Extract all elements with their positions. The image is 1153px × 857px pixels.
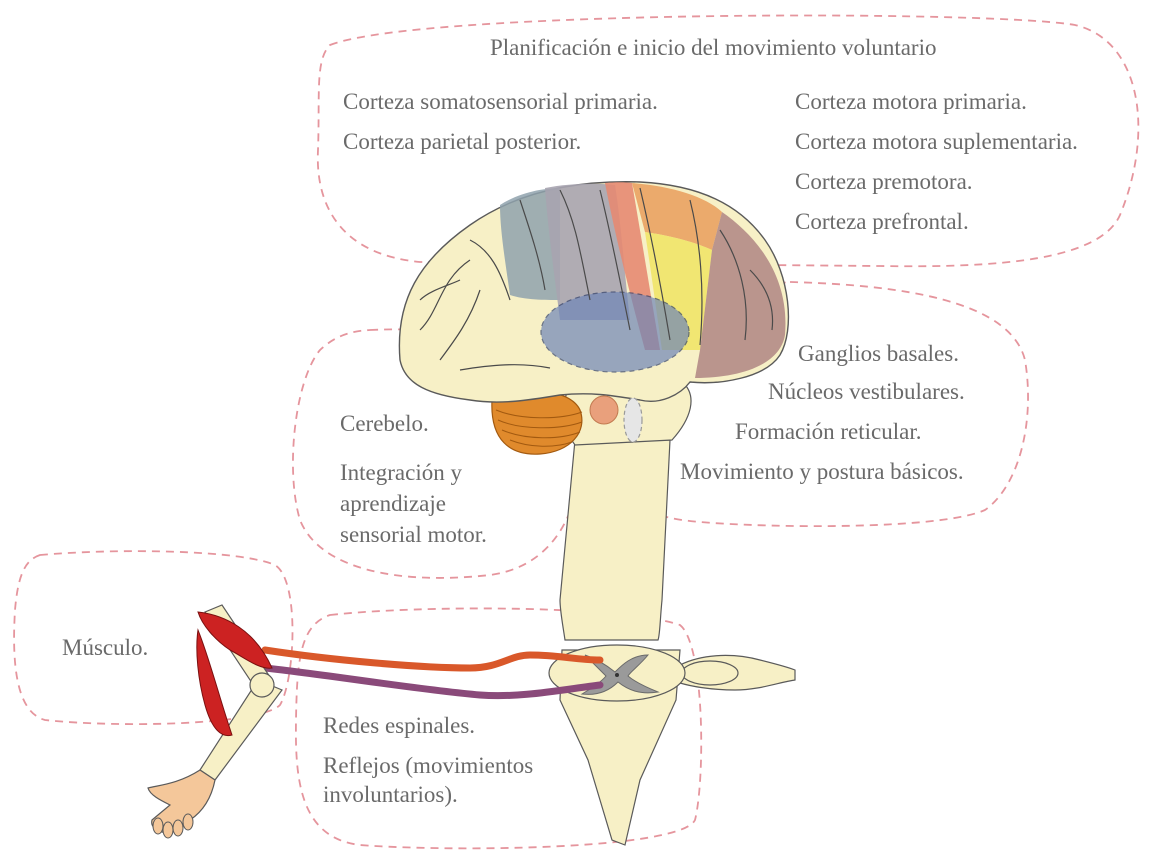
- reticular-formation: [624, 398, 642, 442]
- spinal-item: Reflejos (movimientos involuntarios).: [323, 751, 583, 809]
- voluntary-title: Planificación e inicio del movimiento vo…: [490, 34, 936, 62]
- voluntary-right-item: Corteza prefrontal.: [795, 208, 969, 236]
- area-basal-ganglia: [541, 292, 689, 372]
- voluntary-left-item: Corteza parietal posterior.: [343, 128, 581, 156]
- spinal-ganglion: [682, 661, 738, 685]
- voluntary-right-item: Corteza motora primaria.: [795, 88, 1027, 116]
- voluntary-right-item: Corteza premotora.: [795, 168, 973, 196]
- spinal-item: Redes espinales.: [323, 712, 475, 740]
- spinal-cord: [560, 440, 670, 640]
- cerebellum-description: Integración y aprendizaje sensorial moto…: [340, 457, 520, 550]
- brainstem-item: Núcleos vestibulares.: [768, 378, 965, 406]
- efferent-nerve: [265, 650, 600, 668]
- muscle-label: Músculo.: [62, 634, 148, 662]
- cerebellum-title: Cerebelo.: [340, 410, 429, 438]
- brainstem-item: Ganglios basales.: [798, 340, 959, 368]
- brainstem-item: Movimiento y postura básicos.: [680, 458, 964, 486]
- voluntary-right-item: Corteza motora suplementaria.: [795, 128, 1078, 156]
- vestibular-nuclei: [590, 396, 618, 424]
- voluntary-left-item: Corteza somatosensorial primaria.: [343, 88, 658, 116]
- brain: [399, 182, 788, 442]
- spinal-canal: [615, 673, 619, 677]
- brainstem-item: Formación reticular.: [735, 418, 922, 446]
- elbow-joint: [250, 673, 274, 697]
- arm: [148, 605, 282, 838]
- biceps-muscle: [198, 612, 272, 668]
